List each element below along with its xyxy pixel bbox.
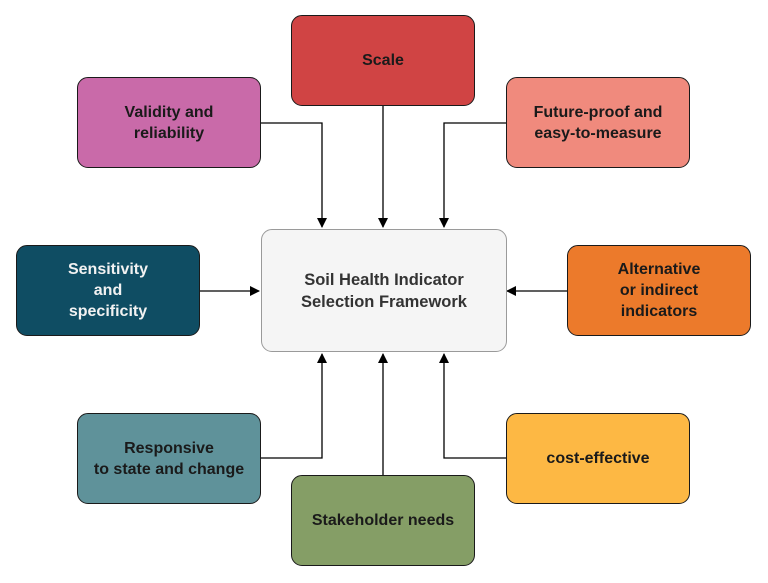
arrow-cost (439, 353, 506, 459)
node-responsive: Responsive to state and change (77, 413, 261, 504)
node-scale-label: Scale (362, 52, 404, 69)
node-alternative: Alternative or indirect indicators (567, 245, 751, 336)
node-cost: cost-effective (506, 413, 690, 504)
node-cost-label: cost-effective (546, 450, 650, 467)
node-future-proof-label: Future-proof and easy-to-measure (533, 103, 663, 142)
center-node-label: Soil Health Indicator Selection Framewor… (301, 270, 467, 311)
node-alternative-label: Alternative or indirect indicators (617, 261, 701, 320)
center-node: Soil Health Indicator Selection Framewor… (261, 229, 507, 352)
node-future-proof: Future-proof and easy-to-measure (506, 77, 690, 168)
node-sensitivity-label: Sensitivity and specificity (67, 261, 149, 320)
node-responsive-label: Responsive to state and change (93, 439, 245, 478)
node-stakeholder: Stakeholder needs (291, 475, 475, 566)
node-validity-label: Validity and reliability (124, 103, 214, 142)
arrow-future-proof (439, 122, 506, 228)
node-sensitivity: Sensitivity and specificity (16, 245, 200, 336)
node-stakeholder-label: Stakeholder needs (311, 512, 455, 529)
arrow-validity (261, 122, 327, 228)
arrow-responsive (261, 353, 327, 459)
node-scale: Scale (291, 15, 475, 106)
node-validity: Validity and reliability (77, 77, 261, 168)
